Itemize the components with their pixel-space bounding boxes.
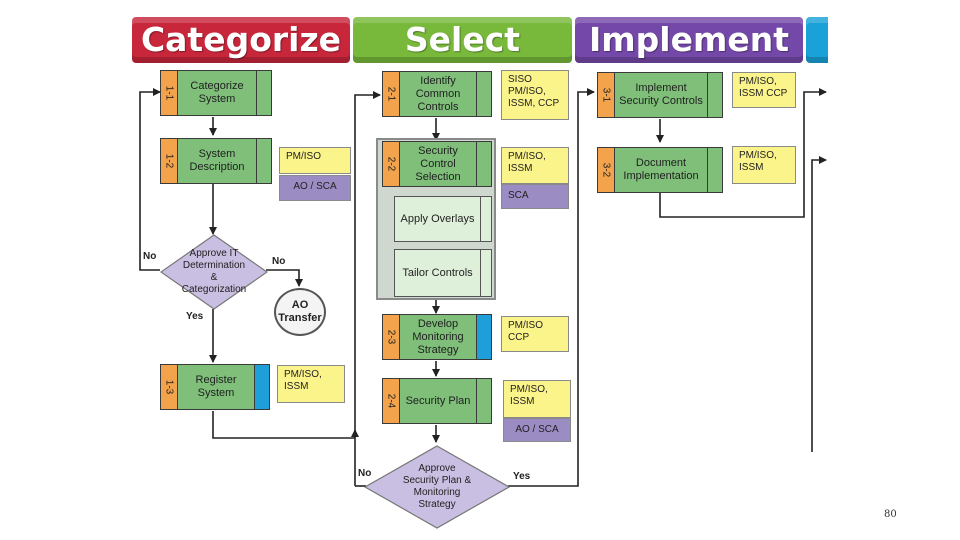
arrow-no-to-transfer	[266, 269, 303, 287]
decision-text: Approve IT Determination & Categorizatio…	[181, 248, 247, 295]
step-number-text: 2-3	[385, 329, 397, 345]
step-number-text: 1-2	[163, 153, 175, 169]
step-number-text: 1-3	[163, 379, 175, 395]
step-number-text: 3-2	[600, 162, 612, 178]
arrow-to-next-1	[659, 88, 827, 218]
arrow-to-next-2	[811, 156, 827, 452]
substep-tail	[480, 250, 491, 296]
phase-next-header	[806, 17, 828, 63]
substep-tailor-controls: Tailor Controls	[394, 249, 492, 297]
step-2-3: 2-3 Develop Monitoring Strategy	[382, 314, 492, 360]
page-number: 80	[884, 509, 897, 520]
label-no-1: No	[143, 251, 157, 262]
step-label: Implement Security Controls	[619, 82, 703, 107]
step-tail	[476, 72, 491, 116]
role-box-2-3: PM/ISO CCP	[501, 316, 569, 352]
step-tail	[476, 142, 491, 186]
step-label: Register System	[195, 374, 237, 399]
step-2-2: 2-2 Security Control Selection	[382, 141, 492, 187]
step-number: 1-2	[161, 139, 178, 183]
step-number: 1-3	[161, 365, 178, 409]
line-1-3-to-select	[212, 411, 355, 439]
step-tail	[707, 148, 722, 192]
step-number: 3-2	[598, 148, 615, 192]
step-tail	[476, 315, 491, 359]
step-number: 2-2	[383, 142, 400, 186]
arrow-yes-to-3-1	[508, 88, 595, 487]
step-label: Identify Common Controls	[415, 74, 461, 113]
step-tail	[256, 71, 271, 115]
phase-categorize-header: Categorize	[132, 17, 350, 63]
step-label: Develop Monitoring Strategy	[412, 317, 464, 356]
decision-approve-security-plan: Approve Security Plan & Monitoring Strat…	[364, 445, 510, 529]
step-tail	[476, 379, 491, 423]
terminal-ao-transfer: AO Transfer	[274, 288, 326, 336]
phase-implement-header: Implement	[575, 17, 803, 63]
step-label: Document Implementation	[623, 157, 699, 182]
role-box-2-4-ao: AO / SCA	[503, 418, 571, 442]
step-2-4: 2-4 Security Plan	[382, 378, 492, 424]
role-box-1-2-ao: AO / SCA	[279, 175, 351, 201]
phase-select-header: Select	[353, 17, 572, 63]
step-label: Security Plan	[405, 394, 471, 407]
step-number-text: 1-1	[163, 85, 175, 101]
step-number: 1-1	[161, 71, 178, 115]
role-box-3-1: PM/ISO, ISSM CCP	[732, 72, 796, 108]
step-3-1: 3-1 Implement Security Controls	[597, 72, 723, 118]
step-label: System Description	[189, 148, 245, 173]
role-box-2-1: SISO PM/ISO, ISSM, CCP	[501, 70, 569, 120]
arrow-into-2-1	[354, 91, 381, 486]
step-number-text: 2-1	[385, 86, 397, 102]
arrow-no-loop-1	[139, 88, 161, 271]
step-tail	[707, 73, 722, 117]
step-2-1: 2-1 Identify Common Controls	[382, 71, 492, 117]
label-yes-1: Yes	[186, 311, 204, 322]
substep-tail	[480, 197, 491, 241]
step-number-text: 2-2	[385, 156, 397, 172]
substep-label: Tailor Controls	[402, 267, 473, 279]
role-box-2-4: PM/ISO, ISSM	[503, 380, 571, 418]
step-tail	[254, 365, 269, 409]
role-box-1-2: PM/ISO	[279, 147, 351, 174]
role-box-2-2: PM/ISO, ISSM	[501, 147, 569, 184]
decision-text: Approve Security Plan & Monitoring Strat…	[402, 463, 472, 510]
label-yes-2: Yes	[513, 471, 531, 482]
step-1-2: 1-2 System Description	[160, 138, 272, 184]
decision-diamond-shape	[364, 445, 510, 529]
role-box-3-2: PM/ISO, ISSM	[732, 146, 796, 184]
step-number-text: 2-4	[385, 393, 397, 409]
decision-approve-categorization: Approve IT Determination & Categorizatio…	[160, 234, 268, 310]
role-box-2-2-sca: SCA	[501, 184, 569, 209]
label-no-2: No	[272, 256, 286, 267]
step-number-text: 3-1	[600, 87, 612, 103]
step-number: 2-4	[383, 379, 400, 423]
label-no-3: No	[358, 468, 372, 479]
step-number: 3-1	[598, 73, 615, 117]
step-3-2: 3-2 Document Implementation	[597, 147, 723, 193]
step-label: Categorize System	[190, 80, 244, 105]
step-label: Security Control Selection	[415, 144, 461, 183]
step-number: 2-3	[383, 315, 400, 359]
step-1-3: 1-3 Register System	[160, 364, 270, 410]
step-tail	[256, 139, 271, 183]
role-box-1-3: PM/ISO, ISSM	[277, 365, 345, 403]
decision-diamond-shape	[160, 234, 268, 310]
step-1-1: 1-1 Categorize System	[160, 70, 272, 116]
step-number: 2-1	[383, 72, 400, 116]
substep-apply-overlays: Apply Overlays	[394, 196, 492, 242]
substep-label: Apply Overlays	[400, 213, 475, 225]
